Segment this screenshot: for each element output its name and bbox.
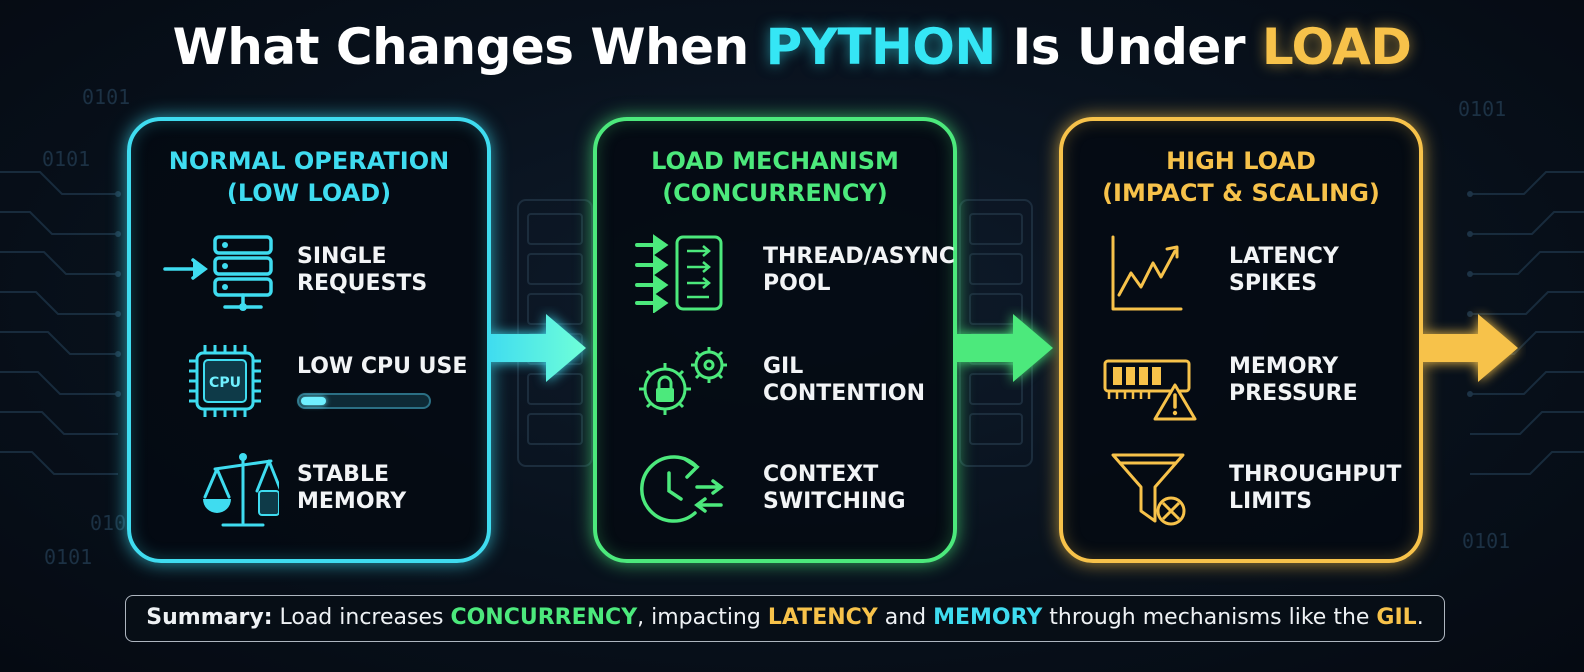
item-stable-memory: STABLE MEMORY — [131, 451, 487, 531]
item-text: MEMORY PRESSURE — [1229, 354, 1358, 406]
panel-heading: LOAD MECHANISM (CONCURRENCY) — [651, 147, 899, 207]
item-context-switching: CONTEXT SWITCHING — [597, 451, 953, 531]
summary-gil: GIL — [1376, 605, 1417, 630]
binary-digits: 0101 — [1458, 97, 1506, 121]
gear-lock-icon — [639, 347, 727, 415]
server-arrow-icon — [163, 235, 273, 311]
memory-warning-icon — [1103, 359, 1197, 421]
page-title: What Changes When PYTHON Is Under LOAD — [172, 18, 1412, 76]
summary-box: Summary: Load increases CONCURRENCY, imp… — [125, 595, 1445, 642]
arrow-yellow-out — [1420, 314, 1518, 382]
item-memory-pressure: MEMORY PRESSURE — [1063, 343, 1419, 423]
cpu-chip-icon: CPU — [189, 345, 261, 417]
cpu-usage-bar — [297, 393, 431, 409]
summary-latency: LATENCY — [767, 605, 878, 630]
item-text: LOW CPU USE — [297, 354, 468, 379]
summary-concurrency: CONCURRENCY — [450, 605, 638, 630]
item-text: THREAD/ASYNC POOL — [763, 244, 956, 296]
panel-load-mechanism: LOAD MECHANISM (CONCURRENCY) THREAD/ASYN… — [593, 117, 957, 563]
item-low-cpu-use: CPU LOW CPU USE — [131, 343, 487, 423]
binary-digits: 0101 — [1462, 529, 1510, 553]
item-gil-contention: GIL CONTENTION — [597, 343, 953, 423]
arrow-green-to-yellow — [955, 314, 1053, 382]
title-python: PYTHON — [765, 18, 997, 76]
item-throughput-limits: THROUGHPUT LIMITS — [1063, 451, 1419, 531]
panel-high-load: HIGH LOAD (IMPACT & SCALING) LATENCY SPI… — [1059, 117, 1423, 563]
item-single-requests: SINGLE REQUESTS — [131, 233, 487, 313]
summary-label: Summary: — [146, 605, 273, 630]
item-text: STABLE MEMORY — [297, 462, 407, 514]
funnel-blocked-icon — [1111, 453, 1186, 526]
item-text: GIL CONTENTION — [763, 354, 926, 406]
clock-switch-icon — [640, 455, 724, 523]
item-text: CONTEXT SWITCHING — [763, 462, 906, 514]
item-latency-spikes: LATENCY SPIKES — [1063, 233, 1419, 313]
arrow-cyan-to-green — [488, 314, 586, 382]
item-thread-async-pool: THREAD/ASYNC POOL — [597, 233, 956, 313]
item-text: LATENCY SPIKES — [1229, 244, 1339, 296]
latency-chart-icon — [1111, 235, 1183, 311]
binary-digits: 0101 — [44, 545, 92, 569]
thread-pool-icon — [635, 234, 723, 313]
title-load: LOAD — [1261, 18, 1412, 76]
panel-heading: NORMAL OPERATION (LOW LOAD) — [168, 147, 450, 207]
binary-digits: 010 — [90, 511, 126, 535]
binary-digits: 0101 — [42, 147, 90, 171]
panel-heading: HIGH LOAD (IMPACT & SCALING) — [1102, 147, 1380, 207]
panel-normal-operation: NORMAL OPERATION (LOW LOAD) SINGLE REQUE… — [127, 117, 491, 563]
summary-memory: MEMORY — [933, 605, 1043, 630]
cpu-usage-bar-fill — [301, 397, 326, 405]
cpu-label: CPU — [209, 375, 241, 391]
binary-digits: 0101 — [82, 85, 130, 109]
balance-scale-icon — [203, 453, 279, 527]
item-text: THROUGHPUT LIMITS — [1229, 462, 1402, 514]
item-text: SINGLE REQUESTS — [297, 244, 428, 296]
